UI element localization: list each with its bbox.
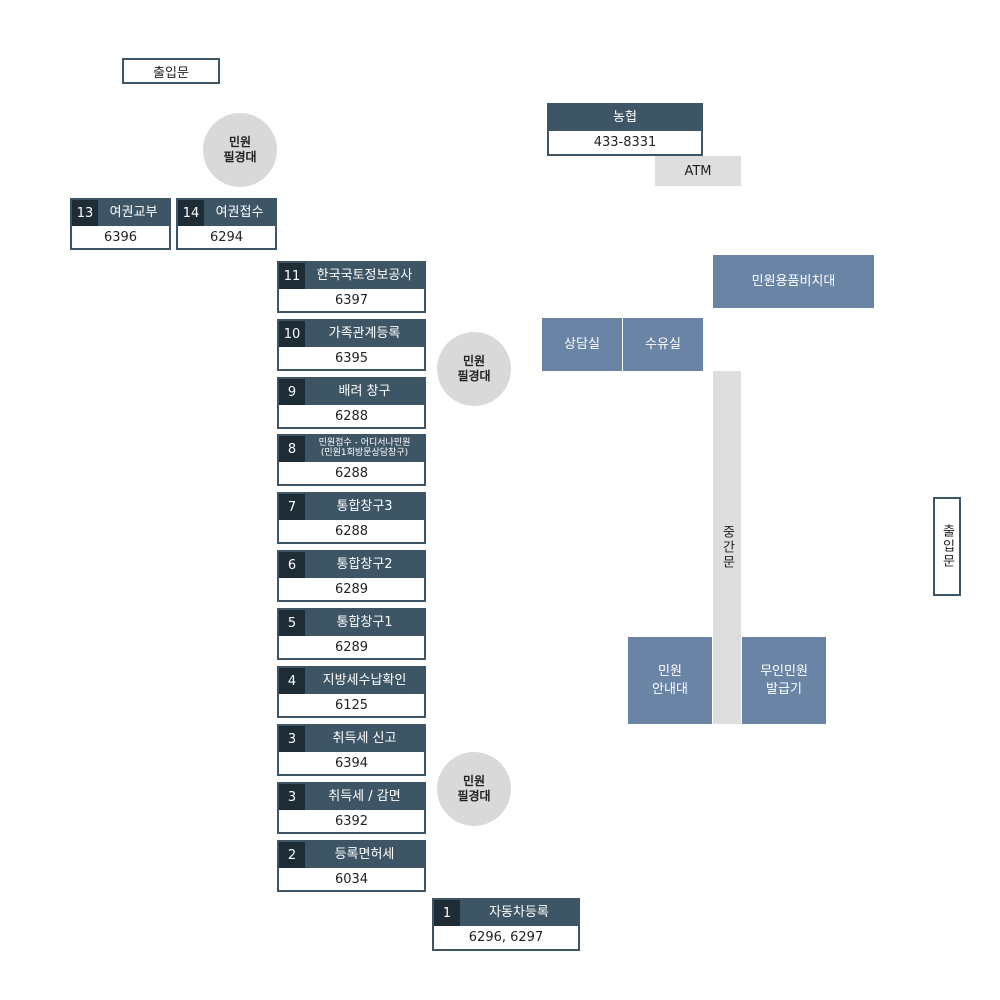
- window-14[interactable]: 14 여권접수 6294: [176, 198, 277, 250]
- window-number: 9: [279, 379, 305, 405]
- window-7[interactable]: 7 통합창구3 6288: [277, 492, 426, 544]
- window-name: 통합창구1: [336, 614, 393, 630]
- window-3-acquisition-report[interactable]: 3 취득세 신고 6394: [277, 724, 426, 776]
- writing-desk-middle: 민원 필경대: [437, 332, 511, 406]
- window-tel: 6288: [334, 465, 369, 481]
- desk-label-line2: 필경대: [223, 150, 257, 164]
- writing-desk-bottom: 민원 필경대: [437, 752, 511, 826]
- window-name: 민원접수 - 어디서나민원 (민원1회방문상담창구): [305, 436, 424, 462]
- window-name: 취득세 신고: [332, 730, 397, 746]
- window-number: 10: [279, 321, 305, 347]
- window-name: 여권접수: [215, 204, 264, 220]
- desk-label-line2: 필경대: [457, 369, 491, 383]
- window-name-line1: 민원접수 - 어디서나민원: [318, 438, 411, 449]
- window-tel: 6392: [334, 813, 369, 829]
- window-1[interactable]: 1 자동차등록 6296, 6297: [432, 898, 580, 951]
- window-number: 14: [178, 200, 204, 226]
- window-number: 5: [279, 610, 305, 636]
- entrance-top-left: 출입문: [122, 58, 220, 84]
- info-desk-line2: 안내대: [652, 681, 688, 697]
- window-tel: 6289: [334, 639, 369, 655]
- window-4[interactable]: 4 지방세수납확인 6125: [277, 666, 426, 718]
- window-number: 8: [279, 436, 305, 462]
- window-name: 한국국토정보공사: [316, 267, 413, 283]
- window-number: 3: [279, 726, 305, 752]
- window-tel: 6289: [334, 581, 369, 597]
- window-tel: 6296, 6297: [468, 930, 544, 945]
- bank-tel: 433-8331: [593, 135, 657, 150]
- window-number: 4: [279, 668, 305, 694]
- window-name: 여권교부: [109, 204, 158, 220]
- window-tel: 6034: [334, 871, 369, 887]
- window-5[interactable]: 5 통합창구1 6289: [277, 608, 426, 660]
- kiosk-line1: 무인민원: [760, 663, 808, 679]
- window-3-acquisition-reduction[interactable]: 3 취득세 / 감면 6392: [277, 782, 426, 834]
- bank-nonghyup[interactable]: 농협 433-8331: [547, 103, 703, 156]
- window-tel: 6294: [209, 229, 244, 245]
- window-number: 3: [279, 784, 305, 810]
- kiosk-line2: 발급기: [766, 681, 802, 697]
- window-name: 배려 창구: [338, 383, 391, 399]
- window-9[interactable]: 9 배려 창구 6288: [277, 377, 426, 429]
- window-tel: 6395: [334, 350, 369, 366]
- middle-gate-corridor: 중간문: [713, 371, 741, 724]
- window-name: 취득세 / 감면: [328, 788, 401, 804]
- desk-label-line1: 민원: [462, 354, 486, 368]
- window-tel: 6397: [334, 292, 369, 308]
- civil-info-desk[interactable]: 민원 안내대: [628, 637, 712, 724]
- desk-label-line1: 민원: [462, 774, 486, 788]
- counseling-room[interactable]: 상담실: [542, 318, 622, 371]
- bank-header: 농협: [549, 105, 701, 131]
- window-number: 1: [434, 900, 460, 926]
- unmanned-kiosk[interactable]: 무인민원 발급기: [742, 637, 826, 724]
- window-6[interactable]: 6 통합창구2 6289: [277, 550, 426, 602]
- window-name: 자동차등록: [489, 904, 549, 920]
- atm[interactable]: ATM: [655, 156, 741, 186]
- desk-label-line2: 필경대: [457, 789, 491, 803]
- window-name-line2: (민원1회방문상담창구): [320, 448, 409, 458]
- window-number: 7: [279, 494, 305, 520]
- window-tel: 6288: [334, 408, 369, 424]
- window-number: 2: [279, 842, 305, 868]
- window-number: 11: [279, 263, 305, 289]
- info-desk-line1: 민원: [658, 663, 682, 679]
- window-name: 지방세수납확인: [322, 672, 407, 688]
- window-tel: 6394: [334, 755, 369, 771]
- window-tel: 6125: [334, 697, 369, 713]
- bank-name: 농협: [613, 109, 637, 125]
- window-name: 가족관계등록: [328, 325, 401, 341]
- window-name: 통합창구2: [336, 556, 393, 572]
- civil-supplies-stand[interactable]: 민원용품비치대: [713, 255, 874, 308]
- window-8[interactable]: 8 민원접수 - 어디서나민원 (민원1회방문상담창구) 6288: [277, 434, 426, 486]
- window-number: 6: [279, 552, 305, 578]
- nursing-room[interactable]: 수유실: [623, 318, 703, 371]
- window-10[interactable]: 10 가족관계등록 6395: [277, 319, 426, 371]
- window-tel: 6396: [103, 229, 138, 245]
- window-number: 13: [72, 200, 98, 226]
- entrance-right: 출입문: [933, 497, 961, 596]
- window-name: 통합창구3: [336, 498, 393, 514]
- desk-label-line1: 민원: [228, 135, 252, 149]
- window-tel: 6288: [334, 523, 369, 539]
- window-2[interactable]: 2 등록면허세 6034: [277, 840, 426, 892]
- window-13[interactable]: 13 여권교부 6396: [70, 198, 171, 250]
- writing-desk-top: 민원 필경대: [203, 113, 277, 187]
- window-name: 등록면허세: [334, 846, 395, 862]
- window-11[interactable]: 11 한국국토정보공사 6397: [277, 261, 426, 313]
